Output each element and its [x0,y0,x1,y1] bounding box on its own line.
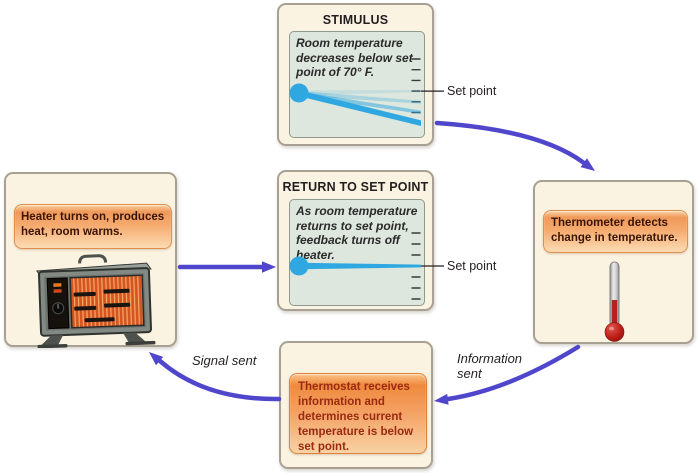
stimulus-box: STIMULUS Room temperature decreases belo… [277,3,434,146]
set-point-label-stimulus: Set point [447,84,497,98]
space-heater-icon [35,254,156,348]
information-sent-label: Information sent [457,351,523,381]
arrow-heater-to-return [177,261,276,273]
thermostat-box: Thermostat receives information and dete… [279,341,433,469]
return-graph-panel [289,199,425,306]
stimulus-title: STIMULUS [322,13,389,27]
thermometer-icon [604,261,625,342]
return-to-set-point-box: RETURN TO SET POINT As room temperature … [277,170,434,311]
arrow-stimulus-to-thermometer [434,120,595,171]
set-point-label-return: Set point [447,259,497,273]
stimulus-panel-text: Room temperature decreases below set poi… [296,36,413,80]
thermostat-callout: Thermostat receives information and dete… [289,373,427,454]
heater-box: Heater turns on, produces heat, room war… [4,172,177,348]
thermometer-box: Thermometer detects change in temperatur… [533,180,694,344]
thermometer-callout: Thermometer detects change in temperatur… [543,210,688,253]
return-panel-text: As room temperature returns to set point… [296,204,418,262]
signal-sent-label: Signal sent [192,353,257,368]
return-title: RETURN TO SET POINT [282,180,429,194]
heater-callout: Heater turns on, produces heat, room war… [14,204,172,249]
